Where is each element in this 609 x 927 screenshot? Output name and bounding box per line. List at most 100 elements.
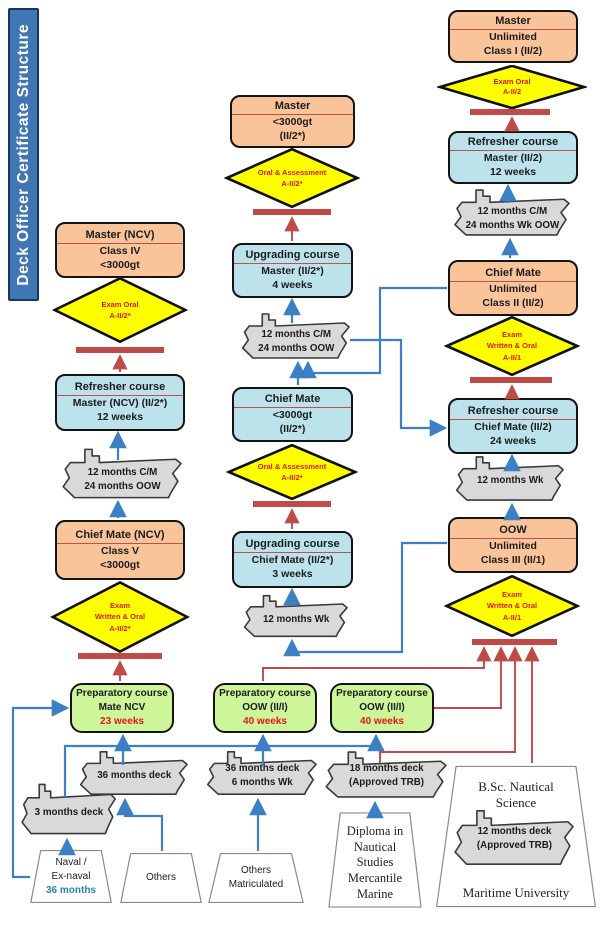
prep-course-oow-b: Preparatory course OOW (II/I) 40 weeks bbox=[330, 683, 434, 733]
sea-service-label: 12 months C/M bbox=[477, 205, 548, 217]
prep-duration: 23 weeks bbox=[100, 716, 144, 727]
exam-label: Oral & Assessment bbox=[257, 167, 327, 177]
exam-label: Oral & Assessment bbox=[257, 461, 327, 471]
cert-title: OOW bbox=[450, 523, 576, 539]
cert-chief-mate-ncv: Chief Mate (NCV) Class V <3000gt bbox=[55, 520, 185, 580]
entry-bsc-nautical: B.Sc. Nautical Science Maritime Universi… bbox=[435, 765, 597, 908]
entry-diploma-nautical: Diploma in Nautical Studies Mercantile M… bbox=[328, 812, 422, 908]
cert-chief-mate-3000gt: Chief Mate <3000gt (II/2*) bbox=[232, 387, 353, 442]
refresher-master-unlimited: Refresher course Master (II/2) 12 weeks bbox=[448, 131, 578, 184]
entry-label: Marine bbox=[356, 886, 394, 901]
entry-label: Matriculated bbox=[228, 879, 284, 890]
oral-assessment-master-diamond: Oral & Assessment A-II/2* bbox=[224, 148, 360, 208]
exam-label: A-II/2* bbox=[281, 179, 303, 188]
exam-label: Written & Oral bbox=[486, 601, 538, 611]
cert-title: Master bbox=[232, 99, 353, 116]
cert-line: Class I (II/2) bbox=[483, 45, 543, 58]
course-title: Refresher course bbox=[450, 404, 576, 420]
cert-title: Chief Mate bbox=[450, 266, 576, 282]
prep-duration: 40 weeks bbox=[243, 716, 287, 727]
sea-service-label: 12 months Wk bbox=[262, 614, 330, 626]
cert-master-ncv: Master (NCV) Class IV <3000gt bbox=[55, 222, 185, 278]
exam-label: Exam bbox=[501, 330, 522, 340]
entry-naval: Naval / Ex-naval 36 months bbox=[30, 850, 112, 903]
cert-oow-unlimited: OOW Unlimited Class III (II/1) bbox=[448, 517, 578, 573]
upgrading-course-chief-mate: Upgrading course Chief Mate (II/2*) 3 we… bbox=[232, 531, 353, 588]
cert-line: Class V bbox=[101, 544, 139, 557]
prep-duration: 40 weeks bbox=[360, 716, 404, 727]
course-line: 12 weeks bbox=[489, 166, 537, 179]
exam-label: A-II/2* bbox=[109, 623, 131, 633]
cert-chief-mate-unlimited: Chief Mate Unlimited Class II (II/2) bbox=[448, 260, 578, 316]
cert-line: (II/2*) bbox=[279, 423, 306, 436]
course-line: Chief Mate (II/2*) bbox=[251, 554, 334, 567]
sea-service-label: (Approved TRB) bbox=[476, 840, 553, 852]
refresher-chief-mate-unlimited: Refresher course Chief Mate (II/2) 24 we… bbox=[448, 398, 578, 454]
exam-label: Exam Oral bbox=[101, 299, 139, 309]
sea-service-12m-deck: 12 months deck (Approved TRB) bbox=[450, 806, 574, 869]
prep-line: OOW (II/I) bbox=[242, 702, 288, 713]
entry-label: Diploma in bbox=[346, 824, 404, 838]
exam-written-oral-cm-diamond: Exam Written & Oral A-II/1 bbox=[444, 316, 580, 376]
cert-master-unlimited: Master Unlimited Class I (II/2) bbox=[448, 10, 578, 63]
course-title: Refresher course bbox=[57, 380, 183, 397]
entry-label: Ex-naval bbox=[51, 871, 91, 882]
sea-service-36m-deck-6wk: 36 months deck 6 months Wk bbox=[203, 748, 317, 798]
page-title: Deck Officer Certificate Structure bbox=[14, 23, 32, 286]
sea-service-label: 24 months Wk OOW bbox=[465, 219, 560, 231]
exam-label: Written & Oral bbox=[94, 612, 146, 622]
entry-label: Studies bbox=[356, 855, 394, 870]
cert-line: <3000gt bbox=[272, 116, 313, 129]
prep-course-oow-a: Preparatory course OOW (II/I) 40 weeks bbox=[213, 683, 317, 733]
exam-label: Written & Oral bbox=[486, 341, 538, 351]
course-line: Master (II/2*) bbox=[261, 265, 324, 278]
prep-line: Preparatory course bbox=[219, 688, 311, 699]
exam-label: A-II/2* bbox=[109, 311, 131, 320]
sea-service-3m-deck: 3 months deck bbox=[18, 780, 116, 838]
sea-service-label: 6 months Wk bbox=[231, 777, 293, 789]
course-title: Upgrading course bbox=[234, 537, 351, 554]
cert-title: Master (NCV) bbox=[57, 228, 183, 244]
cert-line: Class IV bbox=[99, 244, 141, 257]
entry-label: Mercantile bbox=[347, 870, 403, 885]
entry-label: Science bbox=[495, 795, 537, 811]
entry-label: Nautical bbox=[353, 839, 397, 854]
course-title: Upgrading course bbox=[234, 248, 351, 265]
prep-line: Preparatory course bbox=[76, 688, 168, 699]
prep-line: Mate NCV bbox=[98, 702, 146, 713]
exam-written-oral-oow-diamond: Exam Written & Oral A-II/1 bbox=[444, 575, 580, 637]
cert-title: Chief Mate (NCV) bbox=[57, 528, 183, 544]
sea-service-label: 18 months deck bbox=[349, 762, 424, 774]
exam-written-oral-ncv-diamond: Exam Written & Oral A-II/2* bbox=[50, 581, 190, 653]
sea-service-label: 3 months deck bbox=[34, 806, 104, 818]
sea-service-12wk-mid: 12 months Wk bbox=[240, 592, 348, 640]
entry-others-matriculated: Others Matriculated bbox=[208, 853, 304, 903]
entry-label: Others bbox=[240, 865, 271, 876]
cert-master-3000gt: Master <3000gt (II/2*) bbox=[230, 95, 355, 148]
exam-label: A-II/2* bbox=[281, 473, 303, 482]
sea-service-12cm-24oow-mid: 12 months C/M 24 months OOW bbox=[238, 310, 350, 362]
entry-label: Naval / bbox=[55, 857, 87, 868]
course-line: Master (NCV) (II/2*) bbox=[72, 397, 168, 410]
exam-label: A-II/2 bbox=[502, 87, 522, 96]
prep-line: OOW (II/I) bbox=[359, 702, 405, 713]
exam-label: A-II/1 bbox=[502, 612, 522, 622]
upgrading-course-master: Upgrading course Master (II/2*) 4 weeks bbox=[232, 243, 353, 298]
exam-label: Exam bbox=[109, 601, 130, 611]
cert-title: Master bbox=[450, 14, 576, 31]
cert-title: Chief Mate bbox=[234, 392, 351, 409]
entry-label: B.Sc. Nautical bbox=[478, 779, 554, 794]
sea-service-label: 12 months C/M bbox=[261, 328, 332, 340]
sea-service-label: (Approved TRB) bbox=[348, 776, 425, 788]
exam-oral-ncv-diamond: Exam Oral A-II/2* bbox=[52, 277, 188, 343]
course-line: Chief Mate (II/2) bbox=[474, 420, 552, 433]
course-line: 4 weeks bbox=[272, 279, 313, 292]
refresher-master-ncv: Refresher course Master (NCV) (II/2*) 12… bbox=[55, 374, 185, 431]
title-banner: Deck Officer Certificate Structure bbox=[8, 8, 39, 301]
sea-service-12cm-24wkoow-right: 12 months C/M 24 months Wk OOW bbox=[450, 186, 570, 239]
sea-service-label: 24 months OOW bbox=[84, 480, 161, 492]
cert-line: Unlimited bbox=[489, 539, 537, 552]
cert-line: (II/2*) bbox=[279, 130, 306, 143]
entry-label: Others bbox=[145, 872, 176, 883]
